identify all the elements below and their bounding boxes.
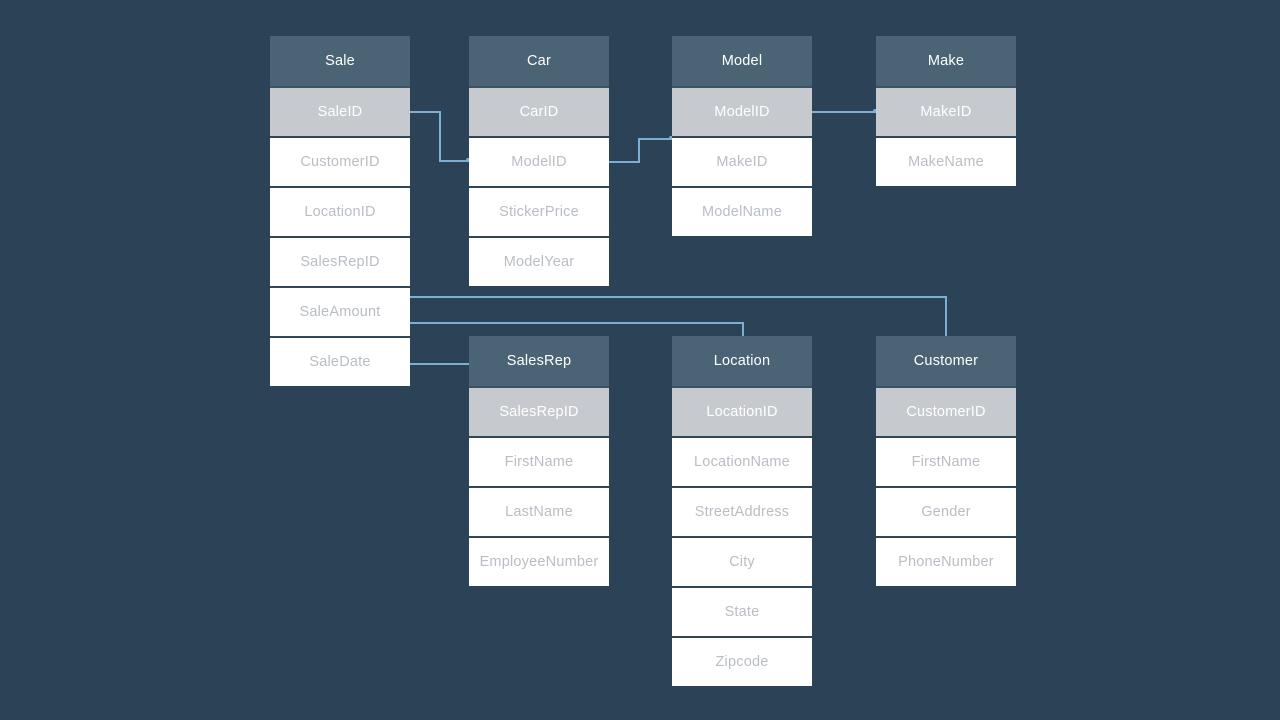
table-header-sale: Sale	[270, 36, 410, 86]
table-field-location-streetaddress[interactable]: StreetAddress	[672, 486, 812, 536]
table-field-salesrep-employeenumber[interactable]: EmployeeNumber	[469, 536, 609, 586]
table-field-location-locationid[interactable]: LocationID	[672, 386, 812, 436]
table-header-model: Model	[672, 36, 812, 86]
connector-model-make-endpoint-1	[873, 109, 877, 113]
table-field-car-stickerprice[interactable]: StickerPrice	[469, 186, 609, 236]
table-field-customer-phonenumber[interactable]: PhoneNumber	[876, 536, 1016, 586]
connector-model-make-segment-0	[812, 111, 877, 113]
table-field-model-makeid[interactable]: MakeID	[672, 136, 812, 186]
table-field-car-modelid[interactable]: ModelID	[469, 136, 609, 186]
table-field-sale-saleamount[interactable]: SaleAmount	[270, 286, 410, 336]
table-header-location: Location	[672, 336, 812, 386]
table-field-car-carid[interactable]: CarID	[469, 86, 609, 136]
table-field-car-modelyear[interactable]: ModelYear	[469, 236, 609, 286]
table-header-customer: Customer	[876, 336, 1016, 386]
table-field-location-state[interactable]: State	[672, 586, 812, 636]
table-field-customer-customerid[interactable]: CustomerID	[876, 386, 1016, 436]
connector-sale-location-segment-1	[742, 322, 744, 338]
table-field-sale-saledate[interactable]: SaleDate	[270, 336, 410, 386]
connector-car-model-segment-1	[638, 138, 640, 163]
connector-sale-location-segment-0	[410, 322, 744, 324]
table-header-salesrep: SalesRep	[469, 336, 609, 386]
connector-sale-car-endpoint-1	[466, 158, 470, 162]
table-field-location-city[interactable]: City	[672, 536, 812, 586]
table-field-sale-salesrepid[interactable]: SalesRepID	[270, 236, 410, 286]
connector-sale-car-segment-2	[439, 160, 470, 162]
table-field-sale-locationid[interactable]: LocationID	[270, 186, 410, 236]
connector-car-model-segment-0	[609, 161, 640, 163]
table-field-sale-customerid[interactable]: CustomerID	[270, 136, 410, 186]
connector-sale-salesrep-segment-0	[410, 363, 470, 365]
connector-sale-car-segment-0	[410, 111, 440, 113]
connector-car-model-segment-2	[638, 138, 673, 140]
table-field-make-makeid[interactable]: MakeID	[876, 86, 1016, 136]
table-field-customer-gender[interactable]: Gender	[876, 486, 1016, 536]
table-field-model-modelname[interactable]: ModelName	[672, 186, 812, 236]
connector-sale-customer-segment-0	[410, 296, 947, 298]
table-field-make-makename[interactable]: MakeName	[876, 136, 1016, 186]
connector-sale-customer-segment-1	[945, 296, 947, 338]
table-field-salesrep-lastname[interactable]: LastName	[469, 486, 609, 536]
table-field-model-modelid[interactable]: ModelID	[672, 86, 812, 136]
table-field-sale-saleid[interactable]: SaleID	[270, 86, 410, 136]
table-field-salesrep-salesrepid[interactable]: SalesRepID	[469, 386, 609, 436]
table-field-location-zipcode[interactable]: Zipcode	[672, 636, 812, 686]
table-field-location-locationname[interactable]: LocationName	[672, 436, 812, 486]
table-field-salesrep-firstname[interactable]: FirstName	[469, 436, 609, 486]
connector-sale-car-segment-1	[439, 111, 441, 162]
connector-car-model-endpoint-1	[669, 136, 673, 140]
table-field-customer-firstname[interactable]: FirstName	[876, 436, 1016, 486]
table-header-make: Make	[876, 36, 1016, 86]
table-header-car: Car	[469, 36, 609, 86]
